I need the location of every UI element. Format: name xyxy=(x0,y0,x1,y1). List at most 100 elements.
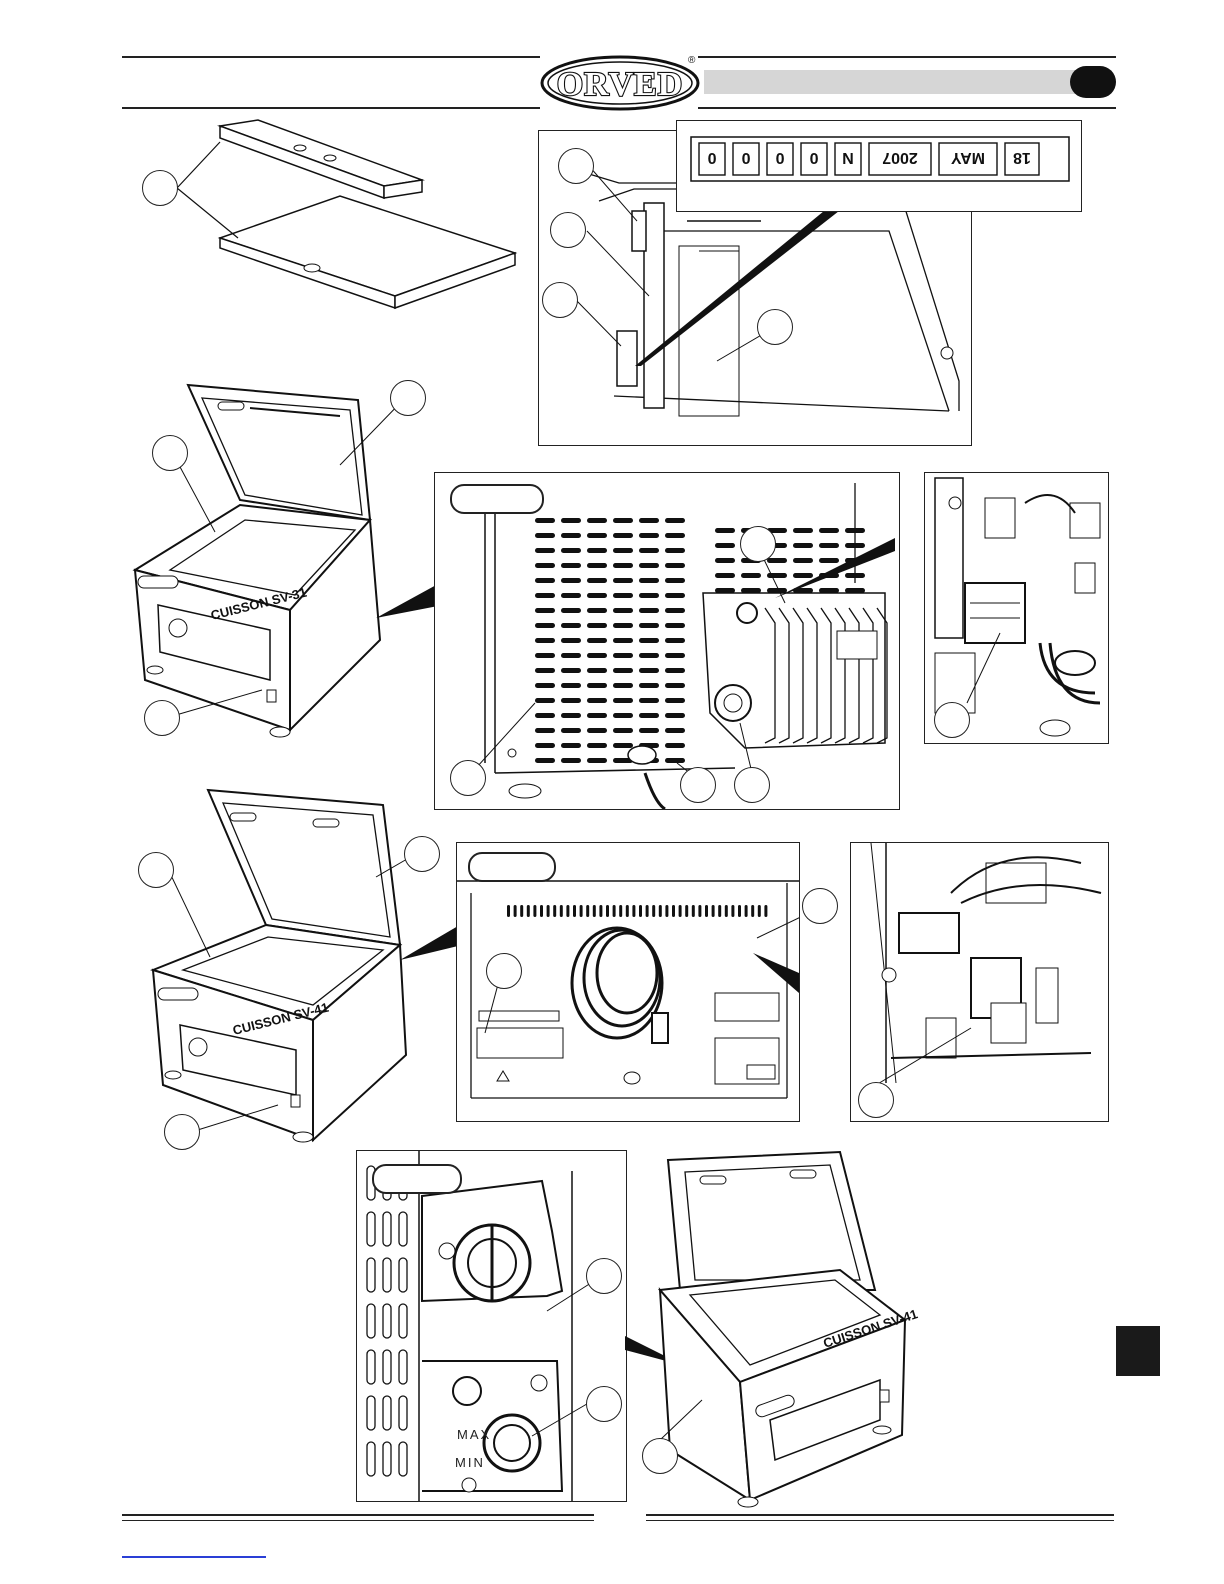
machine-sv41-side-illustration: CUISSON SV-41 xyxy=(640,1150,920,1510)
vent-slot xyxy=(639,623,659,628)
vent-slot xyxy=(613,638,633,643)
vent-slot xyxy=(561,518,581,523)
callout-chamber-1 xyxy=(558,148,594,184)
vent-oval xyxy=(367,1442,375,1476)
vent-slot xyxy=(587,728,607,733)
vent-slot xyxy=(613,653,633,658)
vent-slot xyxy=(561,533,581,538)
callout-sv41-body xyxy=(164,1114,200,1150)
footer-rule-left-2 xyxy=(122,1520,594,1521)
vent-slot xyxy=(672,905,675,917)
vent-slot xyxy=(698,905,701,917)
gauge-label-pill xyxy=(372,1164,462,1194)
vent-slot xyxy=(527,905,530,917)
vent-slot xyxy=(535,758,555,763)
vent-slot xyxy=(535,533,555,538)
vent-slot xyxy=(692,905,695,917)
vent-slot xyxy=(561,548,581,553)
vent-slot xyxy=(587,758,607,763)
callout-side-vents xyxy=(642,1438,678,1474)
vent-slot xyxy=(587,638,607,643)
logo-text: ORVED xyxy=(557,66,684,103)
vent-slot xyxy=(619,905,622,917)
vent-slot xyxy=(587,563,607,568)
vent-slot xyxy=(639,905,642,917)
vent-slot xyxy=(639,698,659,703)
vent-slot xyxy=(560,905,563,917)
vent-slot xyxy=(587,668,607,673)
vent-slot xyxy=(665,623,685,628)
vent-slot xyxy=(613,518,633,523)
vent-slot xyxy=(561,713,581,718)
machine-sv41-illustration: CUISSON SV-41 xyxy=(138,785,438,1145)
vent-slot xyxy=(535,698,555,703)
vent-slot xyxy=(741,573,761,578)
vent-slot xyxy=(561,758,581,763)
section-tab xyxy=(1116,1326,1160,1376)
vent-slot xyxy=(665,548,685,553)
header-rule-top-right xyxy=(698,56,1116,58)
callout-electronics-sv31 xyxy=(934,702,970,738)
header-page-dot xyxy=(1070,66,1116,98)
vent-slot xyxy=(613,608,633,613)
vent-slot xyxy=(665,533,685,538)
vent-slot xyxy=(535,683,555,688)
vent-slot xyxy=(535,713,555,718)
vent-slot xyxy=(561,608,581,613)
vent-slot xyxy=(599,905,602,917)
vent-slot xyxy=(731,905,734,917)
vent-slot xyxy=(561,683,581,688)
vent-slot xyxy=(540,905,543,917)
vent-slot xyxy=(665,518,685,523)
vent-slot xyxy=(613,905,616,917)
rear-panel-sv31 xyxy=(434,472,900,810)
header-band xyxy=(704,70,1084,94)
vent-slot xyxy=(738,905,741,917)
vent-slot xyxy=(613,713,633,718)
vent-slot xyxy=(533,905,536,917)
vent-slot xyxy=(535,728,555,733)
vent-slot xyxy=(819,528,839,533)
vent-oval xyxy=(399,1258,407,1292)
vent-slot xyxy=(639,653,659,658)
vent-slot xyxy=(665,758,685,763)
vent-slot xyxy=(665,698,685,703)
spacer-plates-illustration xyxy=(140,118,520,333)
vent-slot xyxy=(561,578,581,583)
rear-label-sv31 xyxy=(450,484,544,514)
vent-slot xyxy=(587,533,607,538)
vent-slot xyxy=(639,668,659,673)
vent-slot xyxy=(767,558,787,563)
vent-slot xyxy=(819,543,839,548)
callout-sv41-chamber xyxy=(138,852,174,888)
vent-oval xyxy=(383,1350,391,1384)
vent-slot xyxy=(535,623,555,628)
vent-slot xyxy=(639,608,659,613)
callout-sv31-body xyxy=(144,700,180,736)
vent-slot xyxy=(679,905,682,917)
vent-slot xyxy=(547,905,550,917)
registered-mark: ® xyxy=(688,55,695,66)
pointer-wedge-1 xyxy=(376,584,438,624)
vent-slot xyxy=(793,528,813,533)
vent-slot xyxy=(535,743,555,748)
vent-slot xyxy=(520,905,523,917)
vent-slot xyxy=(665,593,685,598)
header-rule-top-left xyxy=(122,56,540,58)
footer-rule-right-2 xyxy=(646,1520,1114,1521)
header-rule-bottom-right xyxy=(698,107,1116,109)
vent-slot xyxy=(613,533,633,538)
vent-slot xyxy=(639,713,659,718)
vent-slot xyxy=(639,728,659,733)
vent-slot xyxy=(587,578,607,583)
vent-oval xyxy=(367,1304,375,1338)
vent-slot xyxy=(819,558,839,563)
footer-link-underline[interactable] xyxy=(122,1556,266,1558)
stamp-character: N xyxy=(842,149,854,166)
vent-slot xyxy=(566,905,569,917)
vent-slot xyxy=(665,683,685,688)
vent-slot xyxy=(793,558,813,563)
vent-slot xyxy=(613,668,633,673)
vent-slot xyxy=(665,608,685,613)
